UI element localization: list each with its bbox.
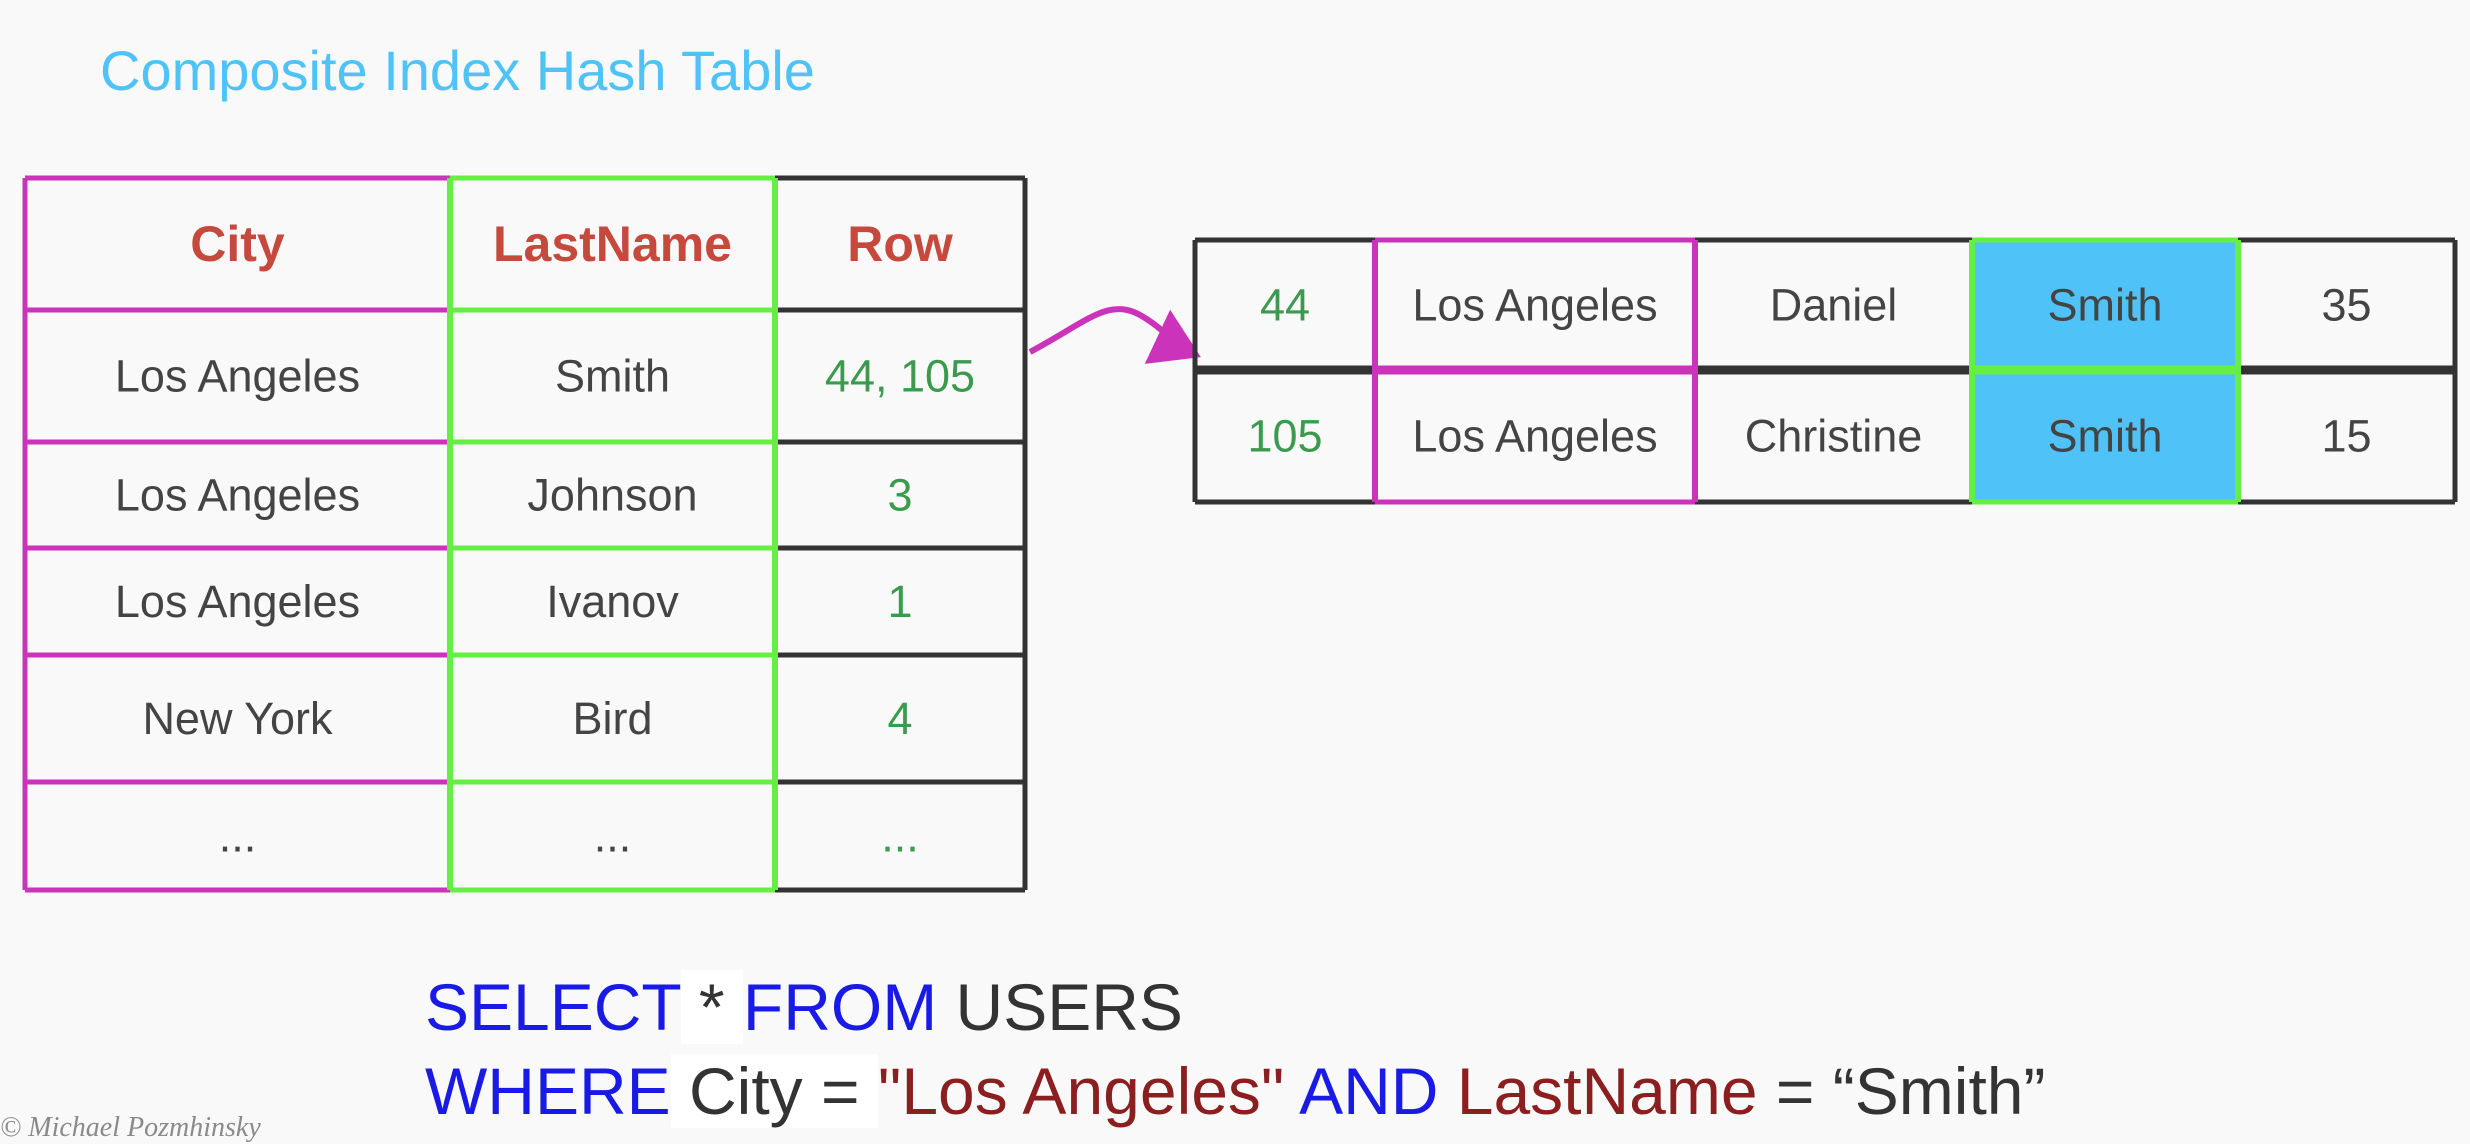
index-cell: Bird — [572, 693, 652, 744]
sql-lastname-column: LastName — [1456, 1054, 1758, 1128]
index-cell: ... — [881, 811, 919, 862]
index-cell: Los Angeles — [115, 470, 360, 521]
sql-lastname-value: “Smith” — [1832, 1054, 2046, 1128]
data-cell: Los Angeles — [1412, 280, 1657, 331]
data-cell: 105 — [1247, 411, 1322, 462]
sql-select-keyword: SELECT — [425, 970, 681, 1044]
sql-where-keyword: WHERE — [425, 1054, 671, 1128]
match-highlight — [1972, 240, 2238, 370]
sql-query: SELECT * FROM USERS WHERE City = "Los An… — [425, 965, 2045, 1133]
index-cell: ... — [594, 811, 632, 862]
author-signature: © Michael Pozmhinsky — [0, 1112, 261, 1143]
index-header-city: City — [190, 216, 285, 272]
data-cell: Smith — [2047, 280, 2162, 331]
index-cell: Los Angeles — [115, 351, 360, 402]
index-cell: Smith — [555, 351, 670, 402]
index-cell: ... — [219, 811, 257, 862]
match-highlight — [1972, 370, 2238, 502]
index-cell: New York — [142, 693, 333, 744]
index-header-lastname: LastName — [493, 216, 732, 272]
data-cell: Smith — [2047, 411, 2162, 462]
index-cell: 4 — [887, 693, 912, 744]
data-cell: Daniel — [1770, 280, 1898, 331]
sql-star: * — [680, 970, 743, 1044]
sql-from-keyword: FROM — [742, 970, 938, 1044]
data-cell: 35 — [2321, 280, 2371, 331]
data-cell: 15 — [2321, 411, 2371, 462]
sql-city-column: City = — [670, 1054, 878, 1128]
index-cell: Los Angeles — [115, 576, 360, 627]
index-cell: Johnson — [527, 470, 697, 521]
data-cell: 44 — [1260, 280, 1310, 331]
sql-city-value: "Los Angeles" — [877, 1054, 1285, 1128]
sql-table-name: USERS — [937, 970, 1183, 1044]
data-cell: Christine — [1745, 411, 1923, 462]
page-title: Composite Index Hash Table — [100, 39, 815, 102]
index-cell: 44, 105 — [825, 351, 975, 402]
index-cell: 3 — [887, 470, 912, 521]
data-cell: Los Angeles — [1412, 411, 1657, 462]
index-cell: 1 — [887, 576, 912, 627]
index-cell: Ivanov — [546, 576, 679, 627]
sql-equals: = — [1757, 1054, 1833, 1128]
sql-and-keyword: AND — [1284, 1054, 1457, 1128]
pointer-arrow — [1028, 306, 1201, 364]
index-header-row: Row — [847, 216, 953, 272]
